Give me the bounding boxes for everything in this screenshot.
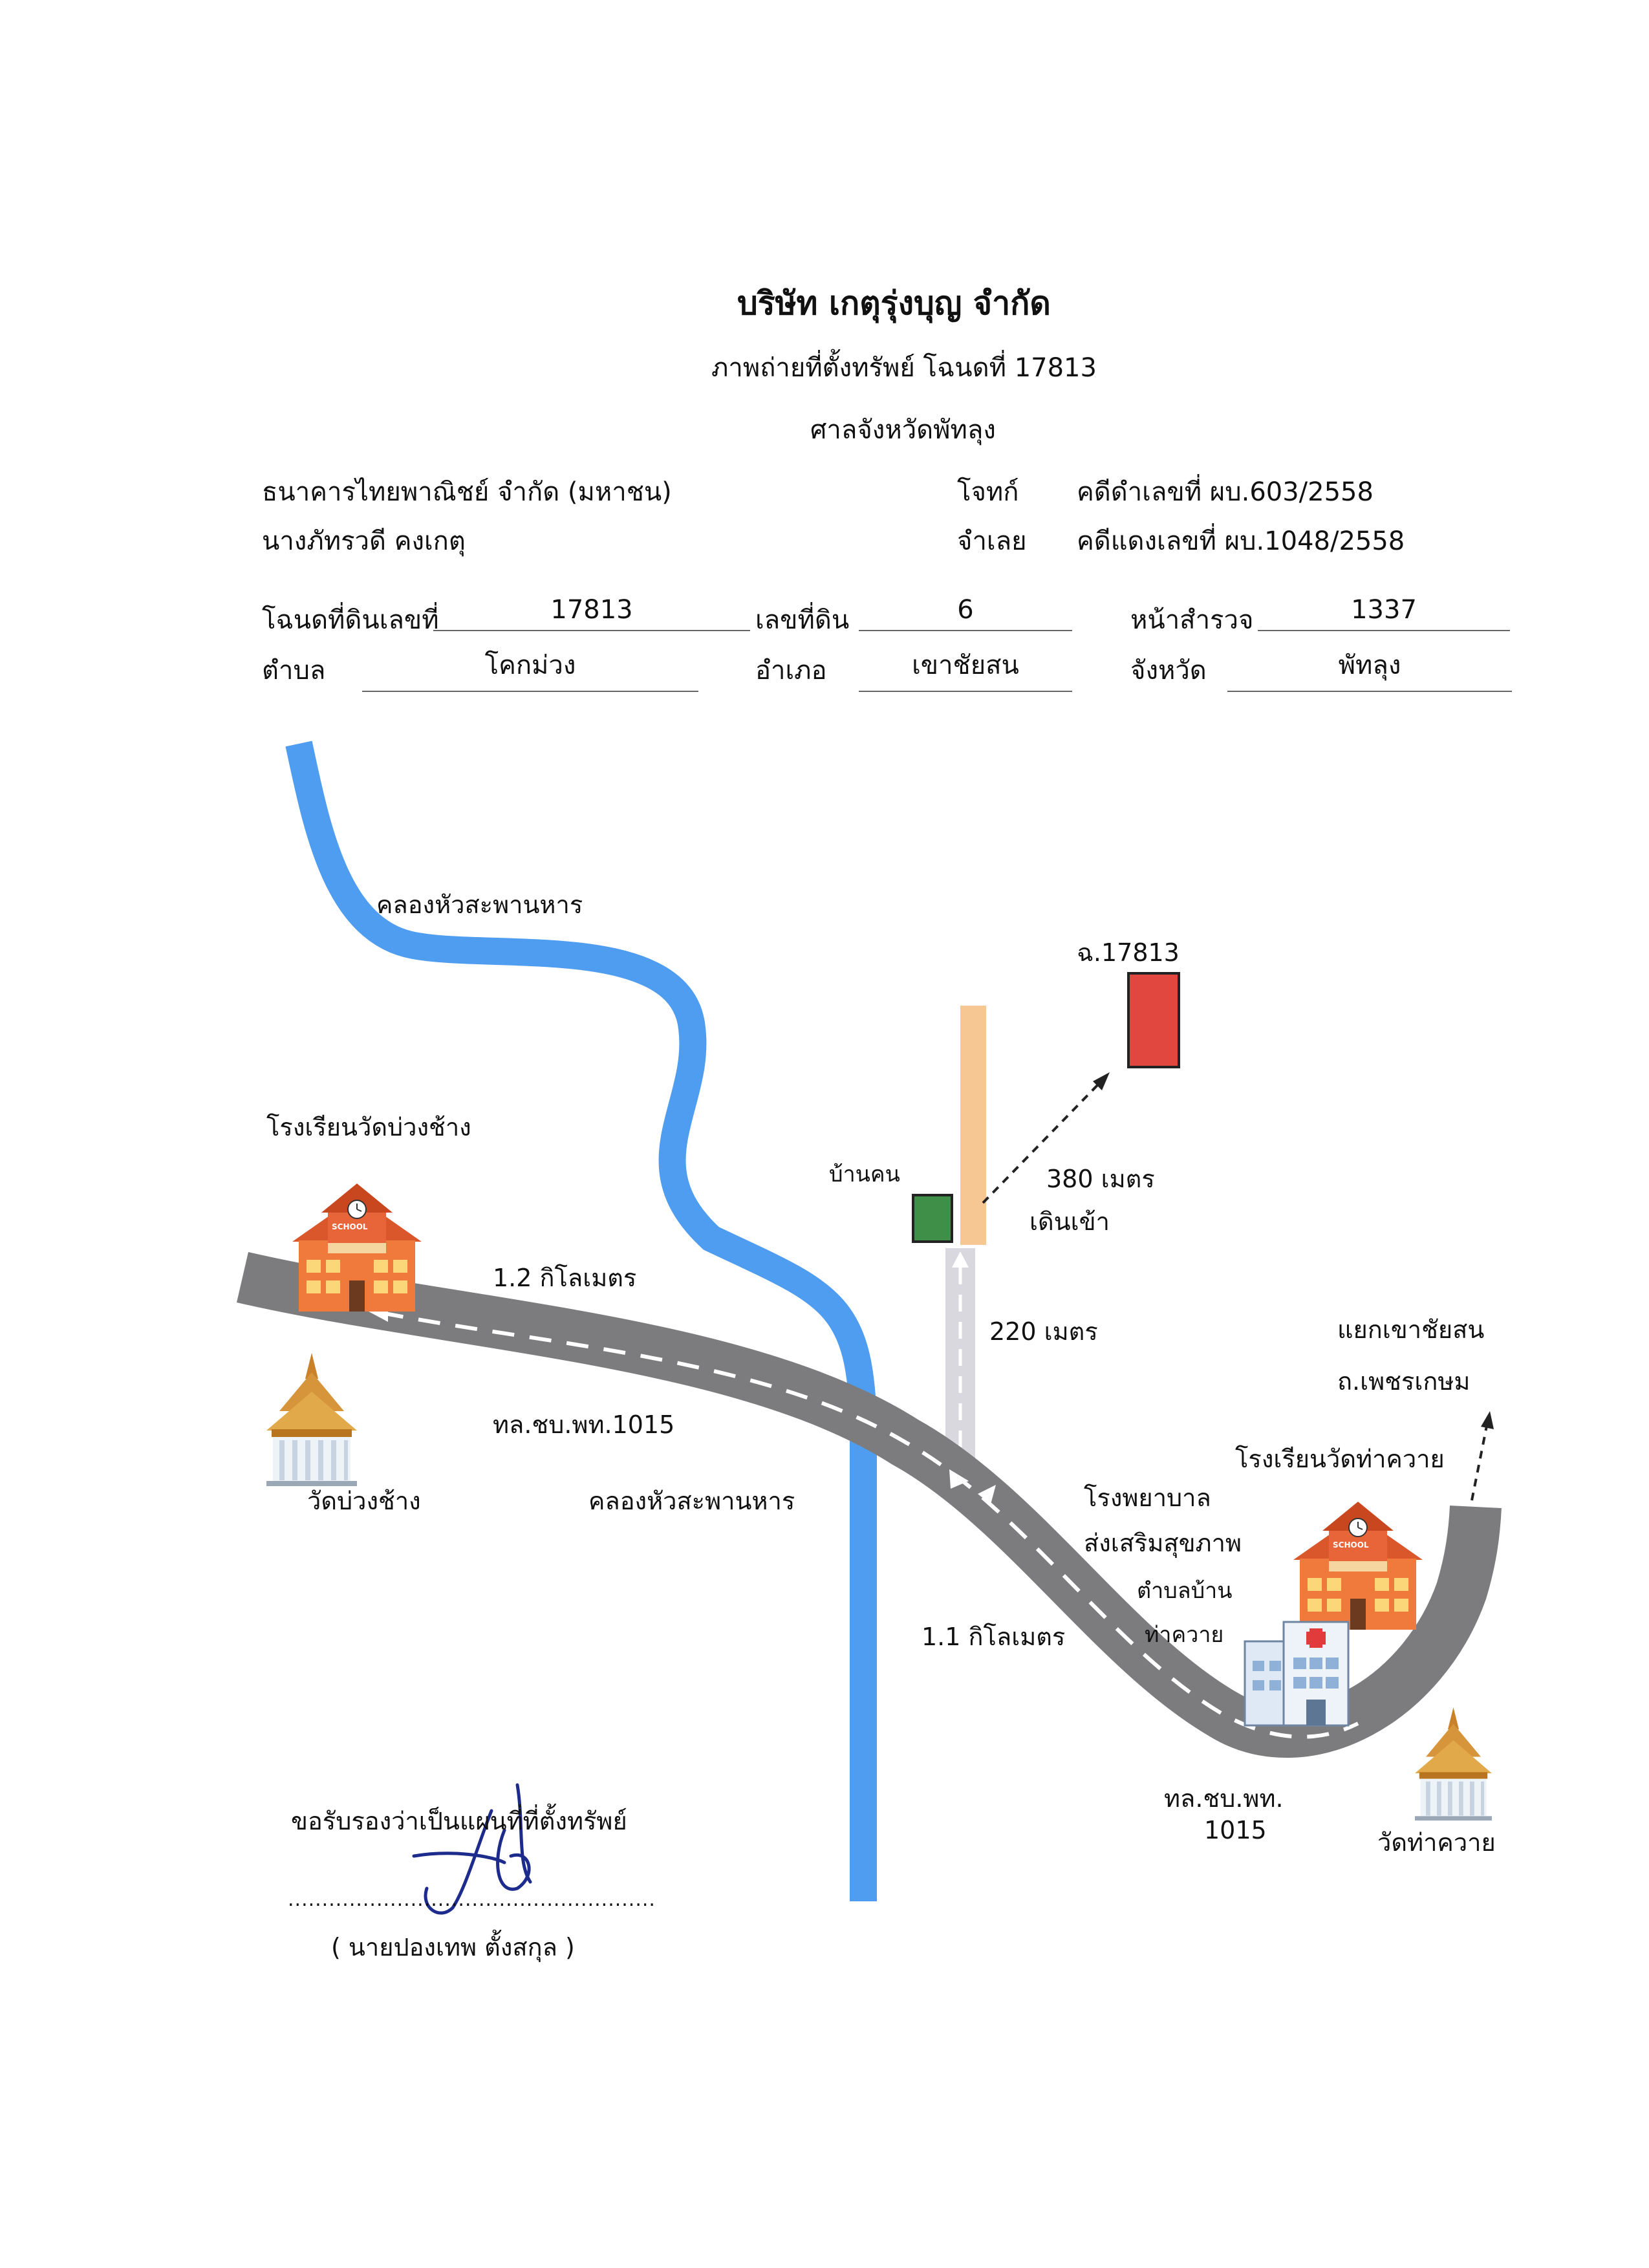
hospital-label-line2: ส่งเสริมสุขภาพ (1084, 1529, 1242, 1557)
hospital-label-line4: ท่าควาย (1145, 1622, 1224, 1648)
side-road-distance: 220 เมตร (989, 1317, 1098, 1346)
school-right-label: โรงเรียนวัดท่าควาย (1235, 1445, 1445, 1473)
signature (412, 1783, 532, 1915)
plaintiff-name: ธนาคารไทยพาณิชย์ จำกัด (มหาชน) (262, 477, 672, 507)
subdistrict-value: โคกม่วง (362, 644, 698, 692)
hospital-label-line3: ตำบลบ้าน (1137, 1578, 1233, 1604)
deed-number: 17813 (433, 595, 750, 631)
school-right-sign: SCHOOL (1333, 1540, 1369, 1550)
school-left-icon (292, 1183, 422, 1312)
house-label: บ้านคน (829, 1161, 900, 1187)
district-label: อำเภอ (755, 656, 827, 686)
house-marker (912, 1194, 953, 1243)
distance-right: 1.1 กิโลเมตร (921, 1623, 1066, 1651)
hospital-label-line1: โรงพยาบาล (1084, 1484, 1211, 1512)
canal (285, 740, 877, 1901)
deed-label: โฉนดที่ดินเลขที่ (262, 605, 439, 635)
temple-left-label: วัดบ่วงช้าง (307, 1487, 421, 1515)
red-case-number: คดีแดงเลขที่ ผบ.1048/2558 (1077, 526, 1405, 556)
black-case-number: คดีดำเลขที่ ผบ.603/2558 (1077, 477, 1374, 507)
land-number-label: เลขที่ดิน (755, 605, 850, 635)
plaintiff-role: โจทก์ (957, 477, 1019, 507)
road-name-bottom-line2: 1015 (1204, 1816, 1267, 1844)
certification-text: ขอรับรองว่าเป็นแผนที่ที่ตั้งทรัพย์ (291, 1807, 627, 1835)
survey-number: 1337 (1258, 595, 1510, 631)
province-value: พัทลุง (1227, 644, 1512, 692)
district-value: เขาชัยสน (859, 644, 1072, 692)
school-right-icon (1293, 1501, 1423, 1630)
hospital-icon (1244, 1621, 1350, 1727)
walk-note: เดินเข้า (1029, 1207, 1110, 1236)
temple-right-label: วัดท่าควาย (1377, 1828, 1496, 1857)
canal-label-top: คลองหัวสะพานหาร (376, 891, 583, 919)
province-label: จังหวัด (1130, 656, 1207, 686)
defendant-name: นางภัทรวดี คงเกตุ (262, 526, 466, 556)
road-name-label: ทล.ชบ.พท.1015 (493, 1410, 675, 1439)
walk-distance: 380 เมตร (1046, 1165, 1155, 1193)
signature-dotted-line: ........................................… (288, 1888, 656, 1911)
canal-label-bottom: คลองหัวสะพานหาร (588, 1487, 795, 1515)
junction-line1: แยกเขาชัยสน (1337, 1315, 1485, 1344)
distance-left: 1.2 กิโลเมตร (493, 1264, 637, 1292)
company-name: บริษัท เกตุรุ่งบุญ จำกัด (737, 285, 1051, 322)
plot-label: ฉ.17813 (1077, 938, 1180, 967)
school-left-label: โรงเรียนวัดบ่วงช้าง (266, 1113, 471, 1141)
temple-left-icon (266, 1353, 357, 1486)
court-name: ศาลจังหวัดพัทลุง (810, 415, 996, 445)
signatory-name: ( นายปองเทพ ตั้งสกุล ) (331, 1933, 575, 1961)
document-subtitle: ภาพถ่ายที่ตั้งทรัพย์ โฉนดที่ 17813 (711, 353, 1097, 383)
road-name-bottom-line1: ทล.ชบ.พท. (1164, 1784, 1284, 1813)
school-left-sign: SCHOOL (332, 1222, 368, 1231)
plot-marker (1127, 972, 1180, 1068)
temple-right-icon (1415, 1707, 1492, 1821)
subdistrict-label: ตำบล (262, 656, 326, 686)
land-number: 6 (859, 595, 1072, 631)
survey-label: หน้าสำรวจ (1130, 605, 1254, 635)
defendant-role: จำเลย (957, 526, 1027, 556)
junction-line2: ถ.เพชรเกษม (1337, 1367, 1471, 1396)
